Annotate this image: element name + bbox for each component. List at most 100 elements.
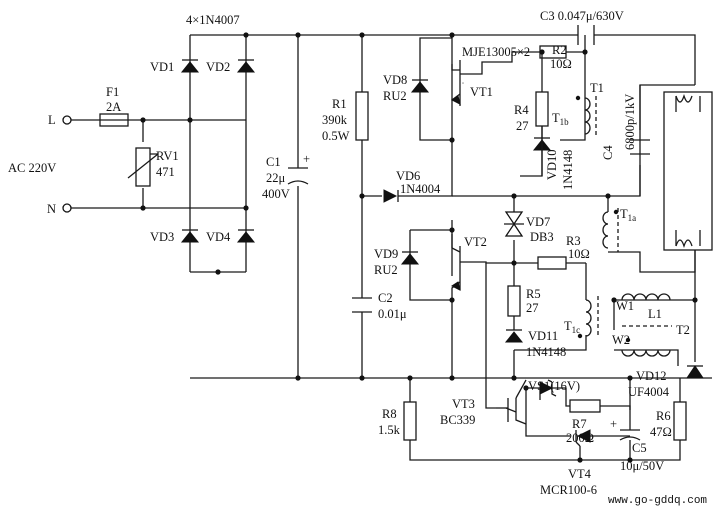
r6-label: R6 [656, 409, 671, 423]
vd1-label: VD1 [150, 60, 174, 74]
r2-label: R2 [552, 43, 567, 57]
t1a-label: T1a [620, 207, 636, 223]
terminal-l-label: L [48, 113, 56, 127]
vd9-value: RU2 [374, 263, 398, 277]
junction-dots [140, 32, 698, 463]
c4-label: C4 [601, 145, 615, 160]
capacitor-c5 [619, 429, 641, 441]
r3-label: R3 [566, 234, 581, 248]
t1c-label: T1c [564, 319, 580, 335]
c5-plus: + [610, 417, 617, 431]
bridge-label: 4×1N4007 [186, 13, 240, 27]
r5-label: R5 [526, 287, 541, 301]
wires [71, 34, 712, 461]
w2-label: W2 [612, 333, 630, 347]
vd4-label: VD4 [206, 230, 231, 244]
t1-label: T1 [590, 81, 604, 95]
r1-value-1: 390k [322, 113, 348, 127]
r1-value-2: 0.5W [322, 129, 350, 143]
c2-value: 0.01μ [378, 307, 407, 321]
transistor-vt1 [451, 64, 464, 105]
inductor-l1 [621, 293, 672, 357]
resistor-r5 [507, 285, 521, 317]
r8-value: 1.5k [378, 423, 401, 437]
f1-value: 2A [106, 100, 121, 114]
t2-label: T2 [676, 323, 690, 337]
transistor-type-label: MJE13005×2 [462, 45, 530, 59]
resistor-r3 [537, 256, 567, 270]
winding-t1a [602, 208, 619, 252]
c5-value: 10μ/50V [620, 459, 664, 473]
transistor-vt2 [451, 234, 461, 291]
diac-vd7 [504, 211, 524, 237]
l1-label: L1 [648, 307, 662, 321]
terminal-n [62, 203, 72, 213]
c1-value-2: 400V [262, 187, 290, 201]
vt4-value: MCR100-6 [540, 483, 597, 497]
diode-vd3 [180, 229, 200, 243]
resistor-r4 [535, 91, 549, 127]
watermark: www.go-gddq.com [608, 495, 707, 507]
diode-vd12 [686, 365, 704, 379]
diode-vd11 [504, 329, 524, 343]
r5-value: 27 [526, 301, 539, 315]
winding-t1b [575, 95, 597, 138]
vd6-value: 1N4004 [400, 182, 441, 196]
transistor-vt3 [496, 398, 509, 422]
w1-label: W1 [616, 299, 634, 313]
vd9-label: VD9 [374, 247, 398, 261]
capacitor-c1 [287, 167, 309, 185]
vd3-label: VD3 [150, 230, 174, 244]
resistor-r6 [673, 401, 687, 441]
r8-label: R8 [382, 407, 397, 421]
diode-vd1 [180, 59, 200, 73]
vt3-label: VT3 [452, 397, 475, 411]
vd12-label: VD12 [636, 369, 667, 383]
r3-value: 10Ω [568, 247, 590, 261]
c4-value: 6800p/1kV [623, 94, 637, 150]
ac-label: AC 220V [8, 161, 56, 175]
r7-value: 200Ω [566, 431, 594, 445]
capacitor-c2 [352, 297, 372, 313]
resistor-r1 [355, 91, 369, 141]
r4-value: 27 [516, 119, 529, 133]
c1-value-1: 22μ [266, 171, 286, 185]
diode-vd4 [236, 229, 256, 243]
rv1-label: RV1 [156, 149, 179, 163]
t1b-label: T1b [552, 111, 569, 127]
fluorescent-lamp [663, 91, 713, 251]
vd11-label: VD11 [528, 329, 558, 343]
vd2-label: VD2 [206, 60, 230, 74]
vt1-label: VT1 [470, 85, 493, 99]
vd10-label: VD10 [545, 149, 559, 180]
c5-label: C5 [632, 441, 647, 455]
c1-plus: + [303, 152, 310, 166]
r1-label: R1 [332, 97, 347, 111]
fuse-f1 [99, 113, 129, 127]
vd11-value: 1N4148 [526, 345, 566, 359]
diode-vd2 [236, 59, 256, 73]
vd12-value: UF4004 [628, 385, 670, 399]
capacitor-c4 [630, 139, 650, 155]
labels: 4×1N4007 AC 220V L N F1 2A RV1 471 VD1 V… [8, 9, 707, 507]
c1-label: C1 [266, 155, 281, 169]
r2-value: 10Ω [550, 57, 572, 71]
vt3-value: BC339 [440, 413, 475, 427]
c2-label: C2 [378, 291, 393, 305]
rv1-value: 471 [156, 165, 175, 179]
zener-vs1 [539, 379, 557, 397]
r4-label: R4 [514, 103, 529, 117]
f1-label: F1 [106, 85, 119, 99]
vd6-label: VD6 [396, 169, 420, 183]
thyristor-vt4 [575, 429, 591, 447]
r6-value: 47Ω [650, 425, 672, 439]
vd8-label: VD8 [383, 73, 407, 87]
c3-label: C3 0.047μ/630V [540, 9, 624, 23]
terminal-l [62, 115, 72, 125]
vd7-label: VD7 [526, 215, 550, 229]
r7-label: R7 [572, 417, 587, 431]
diode-vd8 [410, 79, 430, 93]
vd10-value: 1N4148 [561, 150, 575, 190]
